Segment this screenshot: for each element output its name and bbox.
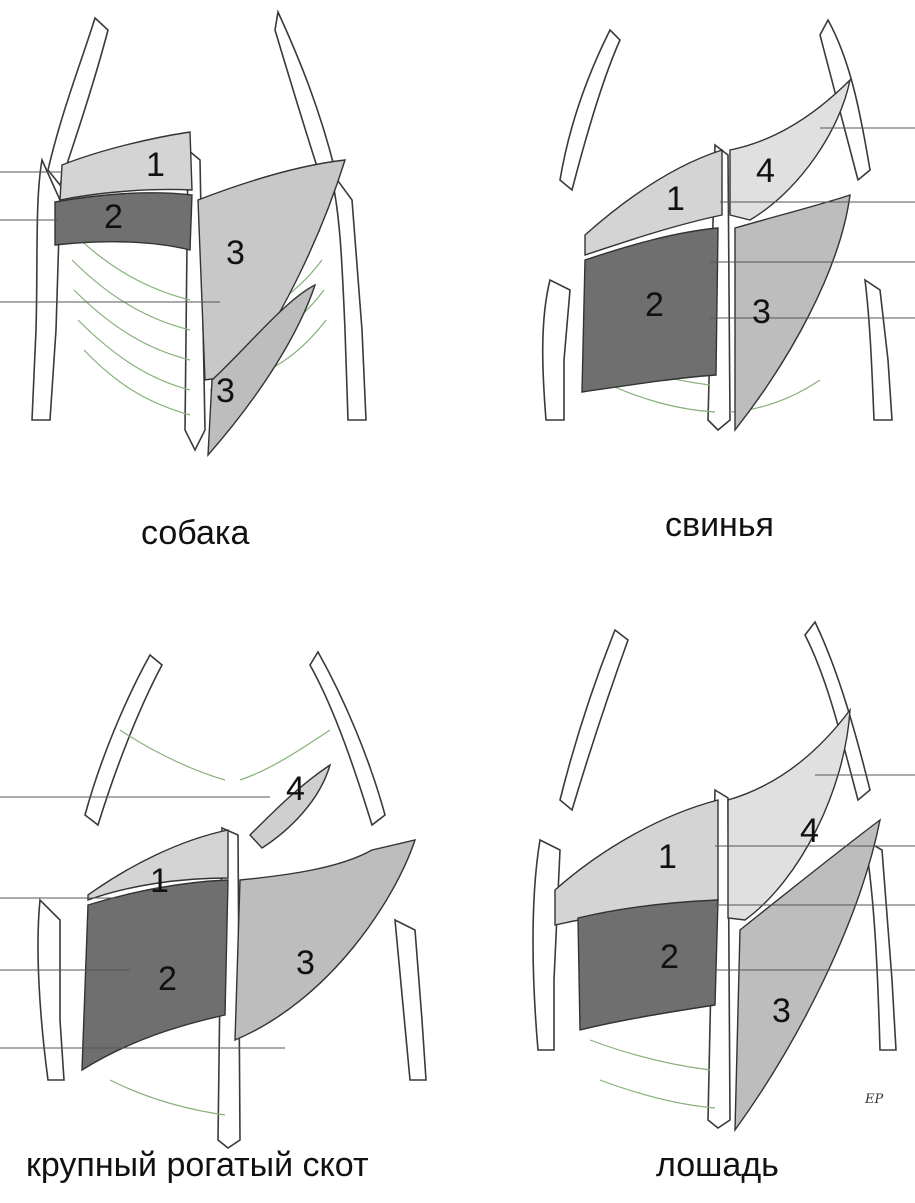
dog-label-2: 2: [104, 198, 123, 236]
pig-muscle-2: [581, 227, 719, 393]
pig-right-limb: [863, 278, 893, 421]
horse-signature: EP: [865, 1092, 884, 1107]
panel-pig: 4 1 2 3 свинья: [460, 0, 915, 600]
dog-muscle-3b: [207, 283, 317, 457]
dog-pointer-lines: [0, 171, 220, 303]
pig-muscle-4: [729, 77, 852, 221]
dog-sternum: [184, 148, 206, 452]
pig-muscle-1: [584, 149, 723, 256]
pig-label-4: 4: [756, 152, 775, 190]
cattle-muscle-2: [81, 879, 229, 1072]
pig-muscle-3: [734, 193, 851, 433]
horse-muscle-3: [734, 818, 882, 1133]
horse-right-limb: [863, 838, 897, 1051]
cattle-ribs: [109, 729, 331, 1116]
horse-label-4: 4: [800, 812, 819, 850]
dog-label-3: 3: [226, 234, 245, 272]
horse-sternum: [707, 788, 731, 1129]
pig-label-3: 3: [752, 293, 771, 331]
cattle-left-scapula: [84, 653, 164, 827]
panel-dog: 1 2 3 3 собака: [0, 0, 460, 600]
pig-label-1: 1: [666, 180, 685, 218]
dog-right-limb: [329, 169, 367, 421]
cattle-illustration: [0, 650, 427, 1149]
dog-right-scapula: [274, 9, 336, 184]
horse-muscle-4: [727, 707, 851, 921]
dog-left-limb: [31, 157, 61, 421]
cattle-muscle-4: [249, 763, 332, 849]
caption-dog: собака: [141, 514, 250, 552]
pig-left-scapula: [559, 28, 621, 192]
dog-left-scapula: [47, 16, 109, 187]
cattle-muscle-1: [87, 829, 229, 901]
pig-left-limb: [541, 278, 571, 421]
horse-left-scapula: [559, 628, 629, 812]
cattle-left-limb: [37, 898, 65, 1081]
horse-label-3: 3: [772, 992, 791, 1030]
horse-illustration: [532, 620, 915, 1133]
horse-pointer-lines: [715, 774, 915, 971]
horse-muscle-2: [577, 899, 719, 1031]
dog-muscle-2: [54, 192, 193, 251]
pig-pointer-lines: [710, 127, 915, 319]
cattle-label-3: 3: [296, 944, 315, 982]
dog-muscle-1: [59, 131, 193, 201]
cattle-label-4: 4: [286, 770, 305, 808]
horse-left-limb: [532, 838, 561, 1051]
cattle-pointer-lines: [0, 796, 285, 1049]
cattle-sternum: [217, 826, 241, 1149]
cattle-right-limb: [394, 918, 427, 1081]
pig-label-2: 2: [645, 286, 664, 324]
dog-label-1: 1: [146, 146, 165, 184]
pig-illustration: [541, 18, 915, 433]
panel-cattle: 4 1 2 3 крупный рогатый скот: [0, 600, 460, 1203]
horse-label-1: 1: [658, 838, 677, 876]
caption-cattle: крупный рогатый скот: [26, 1146, 369, 1184]
cattle-right-scapula: [309, 650, 386, 827]
pig-right-scapula: [819, 18, 871, 182]
dog-illustration: [0, 9, 367, 457]
panel-horse: 1 4 2 3 EP лошадь: [460, 600, 915, 1203]
horse-right-scapula: [804, 620, 871, 802]
horse-label-2: 2: [660, 938, 679, 976]
horse-ribs: [589, 1039, 716, 1109]
cattle-label-1: 1: [150, 862, 169, 900]
caption-pig: свинья: [665, 506, 774, 544]
cattle-muscle-3: [234, 839, 417, 1042]
dog-label-3b: 3: [216, 372, 235, 410]
cattle-label-2: 2: [158, 960, 177, 998]
caption-horse: лошадь: [656, 1146, 779, 1184]
